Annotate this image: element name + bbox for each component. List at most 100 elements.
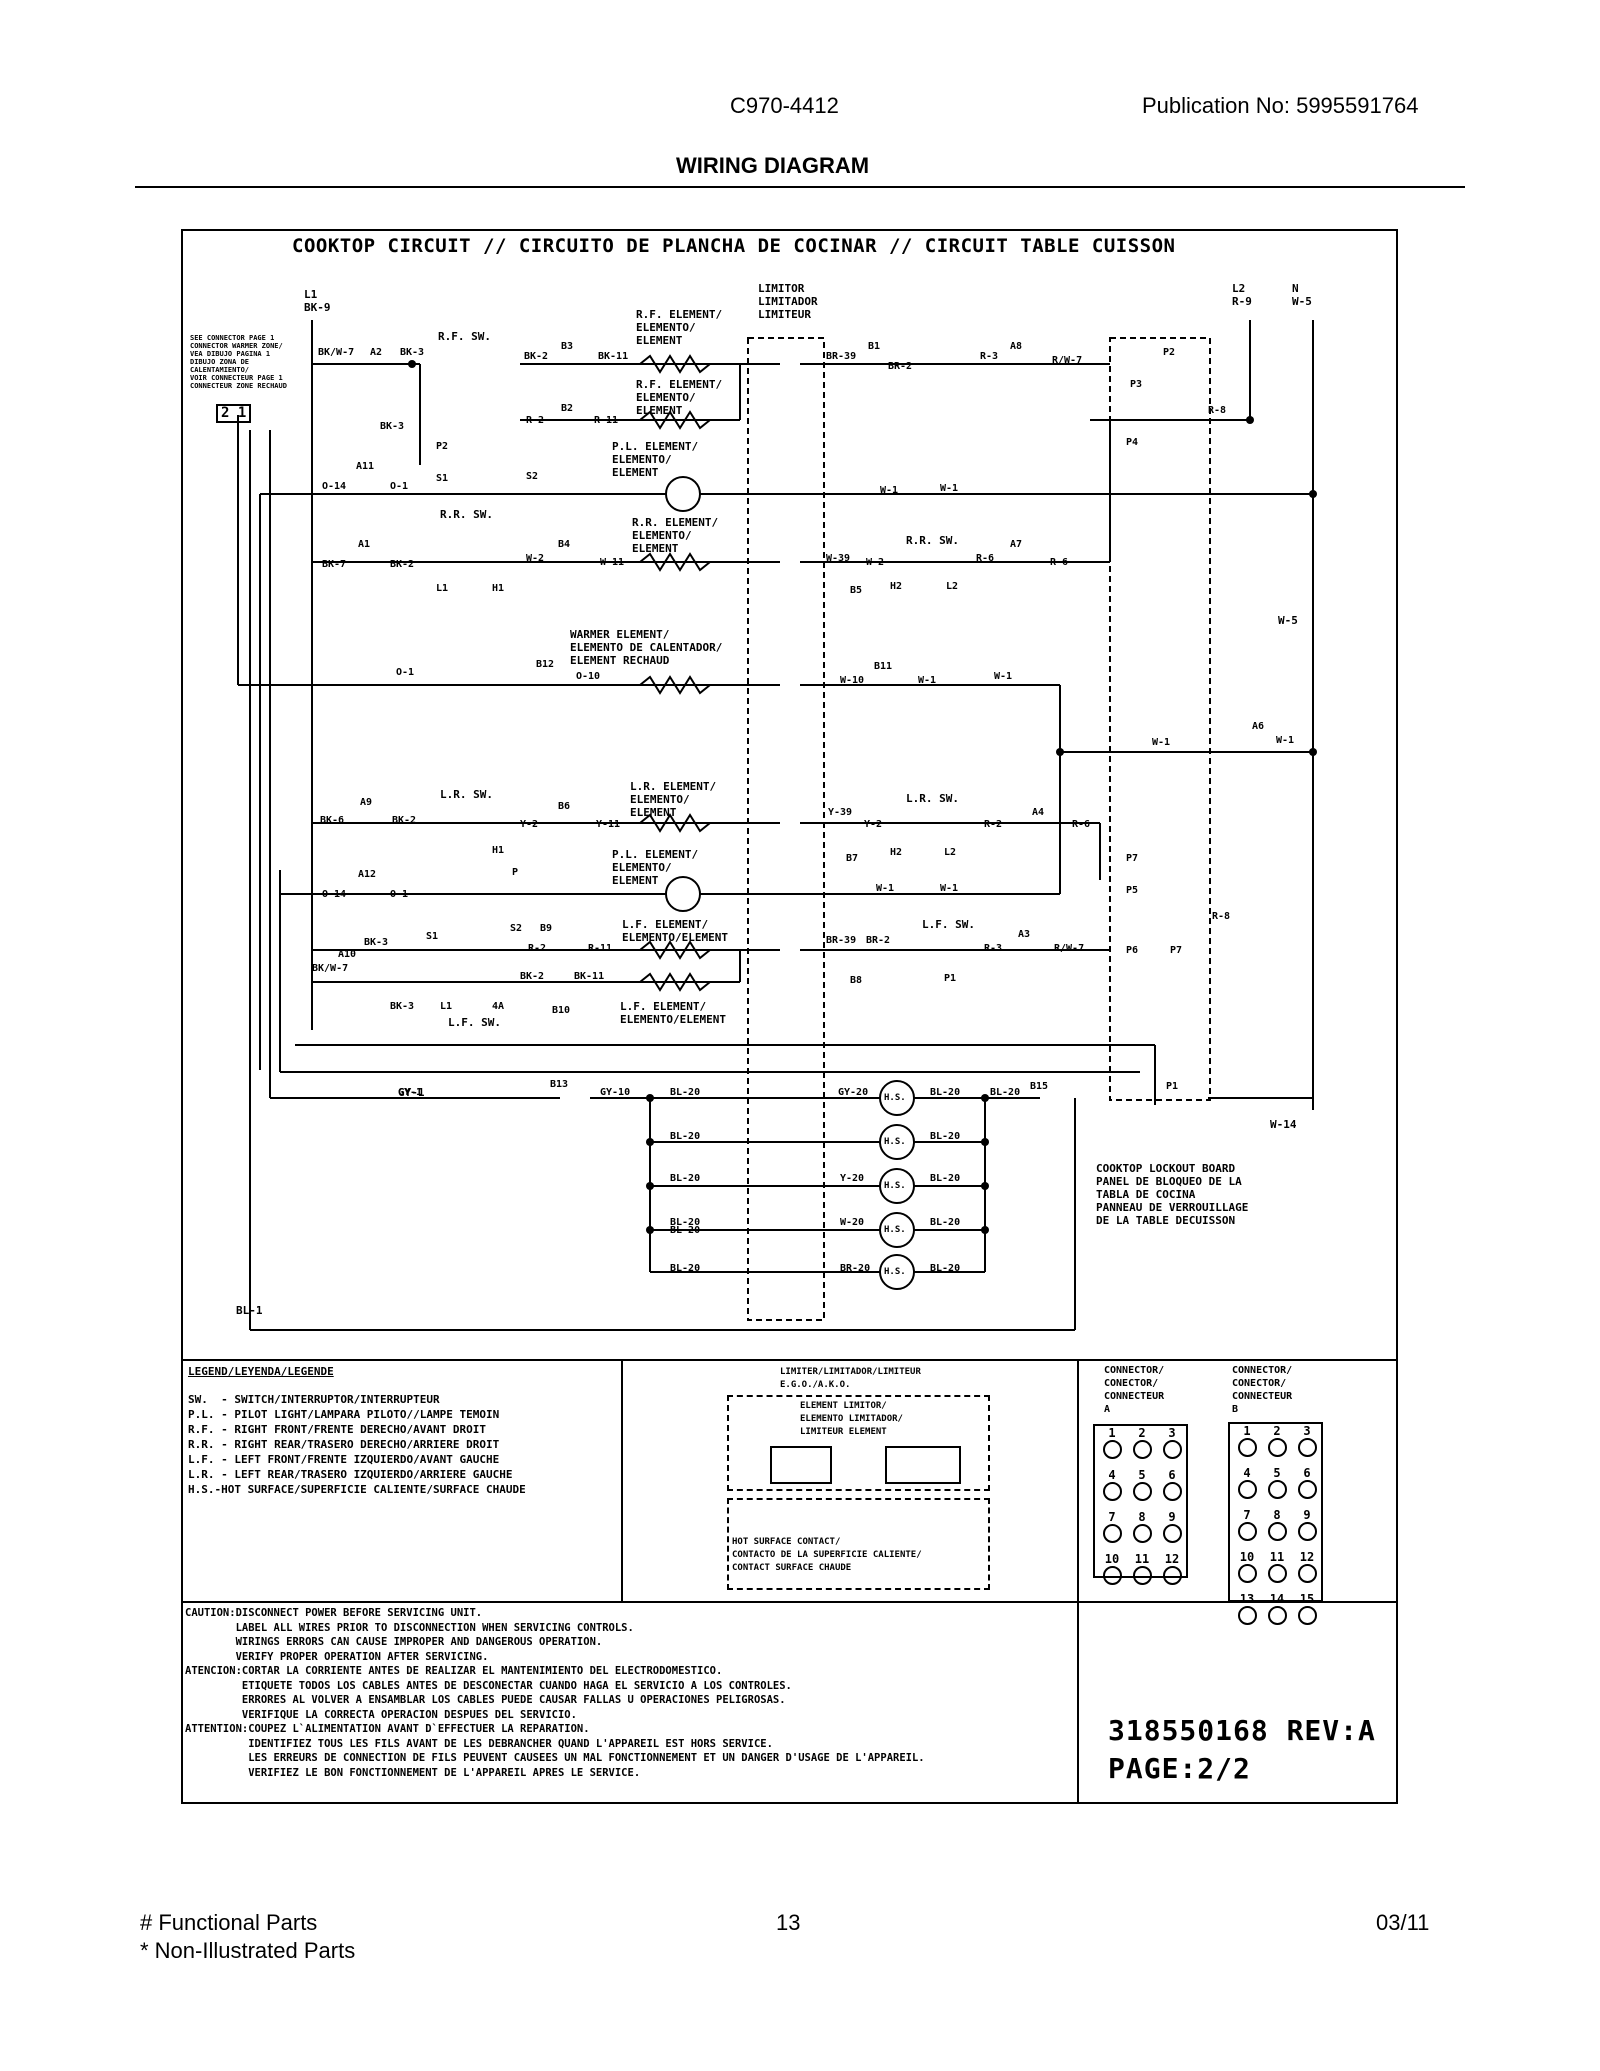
connector-pin: 9 (1158, 1510, 1186, 1552)
wire-label: BR-39 (826, 351, 857, 362)
connector-pin: 1 (1098, 1426, 1126, 1468)
wire-label: A12 (358, 869, 377, 880)
rf-switch-label: R.F. SW. (438, 330, 491, 343)
wire-label: BL-20 (670, 1225, 701, 1236)
wire-label: H1 (492, 583, 505, 594)
wire-label: S2 (510, 923, 523, 934)
wire-label: B15 (1030, 1081, 1049, 1092)
legend-list: SW. - SWITCH/INTERRUPTOR/INTERRUPTEUR P.… (188, 1392, 526, 1497)
wire-label: O-1 (390, 889, 409, 900)
wire-label: W-1 (940, 883, 959, 894)
caution-line: CAUTION:DISCONNECT POWER BEFORE SERVICIN… (185, 1607, 483, 1619)
caution-line: WIRINGS ERRORS CAN CAUSE IMPROPER AND DA… (185, 1636, 603, 1648)
caution-text: CAUTION:DISCONNECT POWER BEFORE SERVICIN… (185, 1606, 925, 1780)
title-rule (135, 186, 1465, 188)
caution-line: LES ERREURS DE CONNECTION DE FILS PEUVEN… (185, 1752, 925, 1764)
connector-b-label: CONNECTOR/ CONECTOR/ CONNECTEUR B (1232, 1365, 1293, 1415)
wire-label: R-2 (984, 819, 1003, 830)
legend-item: R.F. - RIGHT FRONT/FRENTE DERECHO/AVANT … (188, 1423, 487, 1436)
limiter-p1-box (770, 1446, 832, 1484)
wire-label: Y-11 (596, 819, 621, 830)
wire-label: P7 (1126, 853, 1139, 864)
wire-label: W-1 (1276, 735, 1295, 746)
wire-label: BL-20 (670, 1217, 701, 1228)
wire-label: P6 (1126, 945, 1139, 956)
wire-label: R-11 (588, 943, 613, 954)
caution-line: VERIFIEZ LE BON FONCTIONNEMENT DE L'APPA… (185, 1766, 641, 1779)
wire-label: H2 (890, 581, 903, 592)
wire-label: R-11 (594, 415, 619, 426)
legend-item: SW. - SWITCH/INTERRUPTOR/INTERRUPTEUR (188, 1393, 440, 1406)
wire-label: BK-6 (320, 815, 345, 826)
wire-label: P (512, 867, 519, 878)
wire-label: R-2 (528, 943, 547, 954)
lr-switch-label: L.R. SW. (440, 788, 493, 801)
drawing-part-number: 318550168 REV:A (1108, 1714, 1376, 1747)
wire-label: B1 (868, 341, 881, 352)
caution-line: ERRORES AL VOLVER A ENSAMBLAR LOS CABLES… (185, 1694, 786, 1706)
wire-label: B8 (850, 975, 863, 986)
limiter-title: LIMITER/LIMITADOR/LIMITEUR E.G.O./A.K.O. (780, 1367, 921, 1390)
wire-label: BK-2 (390, 559, 415, 570)
wire-label: Y-39 (828, 807, 853, 818)
connector-pin: 13 (1233, 1592, 1261, 1634)
l2-label: L2 R-9 (1232, 282, 1252, 308)
wire-label: BL-20 (670, 1263, 701, 1274)
wire-label: A6 (1252, 721, 1265, 732)
wire-label: BK/W-7 (318, 347, 355, 358)
wire-label: B12 (536, 659, 555, 670)
wire-label: BK-3 (390, 1001, 415, 1012)
wire-label: B3 (561, 341, 574, 352)
rr-element-label: R.R. ELEMENT/ ELEMENTO/ ELEMENT (632, 516, 719, 555)
wire-label: BK-2 (524, 351, 549, 362)
connector-pin: 5 (1128, 1468, 1156, 1510)
wire-label: H2 (890, 847, 903, 858)
wire-label: GY-10 (600, 1087, 631, 1098)
limiter-1a-box (885, 1446, 961, 1484)
wire-label: A10 (338, 949, 357, 960)
connector-pin: 2 (1128, 1426, 1156, 1468)
limiter-element-label: ELEMENT LIMITOR/ ELEMENTO LIMITADOR/ LIM… (800, 1401, 903, 1437)
wire-label: BR-20 (840, 1263, 871, 1274)
wire-label: B2 (561, 403, 574, 414)
hot-surface-box (727, 1498, 990, 1590)
wire-label: B13 (550, 1079, 569, 1090)
hs-label-2: H.S. (884, 1137, 906, 1147)
legend-item: L.R. - LEFT REAR/TRASERO IZQUIERDO/ARRIE… (188, 1468, 513, 1481)
wire-label: W-20 (840, 1217, 865, 1228)
connector-pin: 4 (1098, 1468, 1126, 1510)
bl1-label: BL-1 (236, 1304, 263, 1317)
wire-label: BL-20 (930, 1131, 961, 1142)
hs-label-5: H.S. (884, 1267, 906, 1277)
wire-label: W-2 (866, 557, 885, 568)
wire-label: P5 (1126, 885, 1139, 896)
connector-pin: 9 (1293, 1508, 1321, 1550)
non-illustrated-parts-note: * Non-Illustrated Parts (140, 1938, 356, 1963)
wire-label: B11 (874, 661, 893, 672)
connector-a-label: CONNECTOR/ CONECTOR/ CONNECTEUR A (1104, 1365, 1165, 1415)
wire-label: BL-20 (670, 1173, 701, 1184)
page-number: 13 (776, 1910, 801, 1935)
wire-label: A3 (1018, 929, 1031, 940)
connector-pin: 8 (1128, 1510, 1156, 1552)
connector-b-box (1228, 1422, 1323, 1602)
legend-item: R.R. - RIGHT REAR/TRASERO DERECHO/ARRIER… (188, 1438, 500, 1451)
wire-label: R/W-7 (1054, 943, 1085, 954)
wire-label: GY-20 (838, 1087, 869, 1098)
wire-label: O-14 (322, 889, 347, 900)
model-number: C970-4412 (730, 93, 839, 118)
wire-label: A9 (360, 797, 373, 808)
wire-label: P2 (436, 441, 449, 452)
wire-label: R-8 (1212, 911, 1231, 922)
wire-label: BL-20 (670, 1087, 701, 1098)
wire-label: A2 (370, 347, 383, 358)
wire-label: A1 (358, 539, 371, 550)
connector-pin: 10 (1098, 1552, 1126, 1594)
wire-label: W-1 (918, 675, 937, 686)
lr-switch-label-2: L.R. SW. (906, 792, 959, 805)
wire-label: H1 (492, 845, 505, 856)
w14-label: W-14 (1270, 1118, 1297, 1131)
connector-pin: 2 (1263, 1424, 1291, 1466)
connector-21: 2 1 (216, 404, 252, 423)
